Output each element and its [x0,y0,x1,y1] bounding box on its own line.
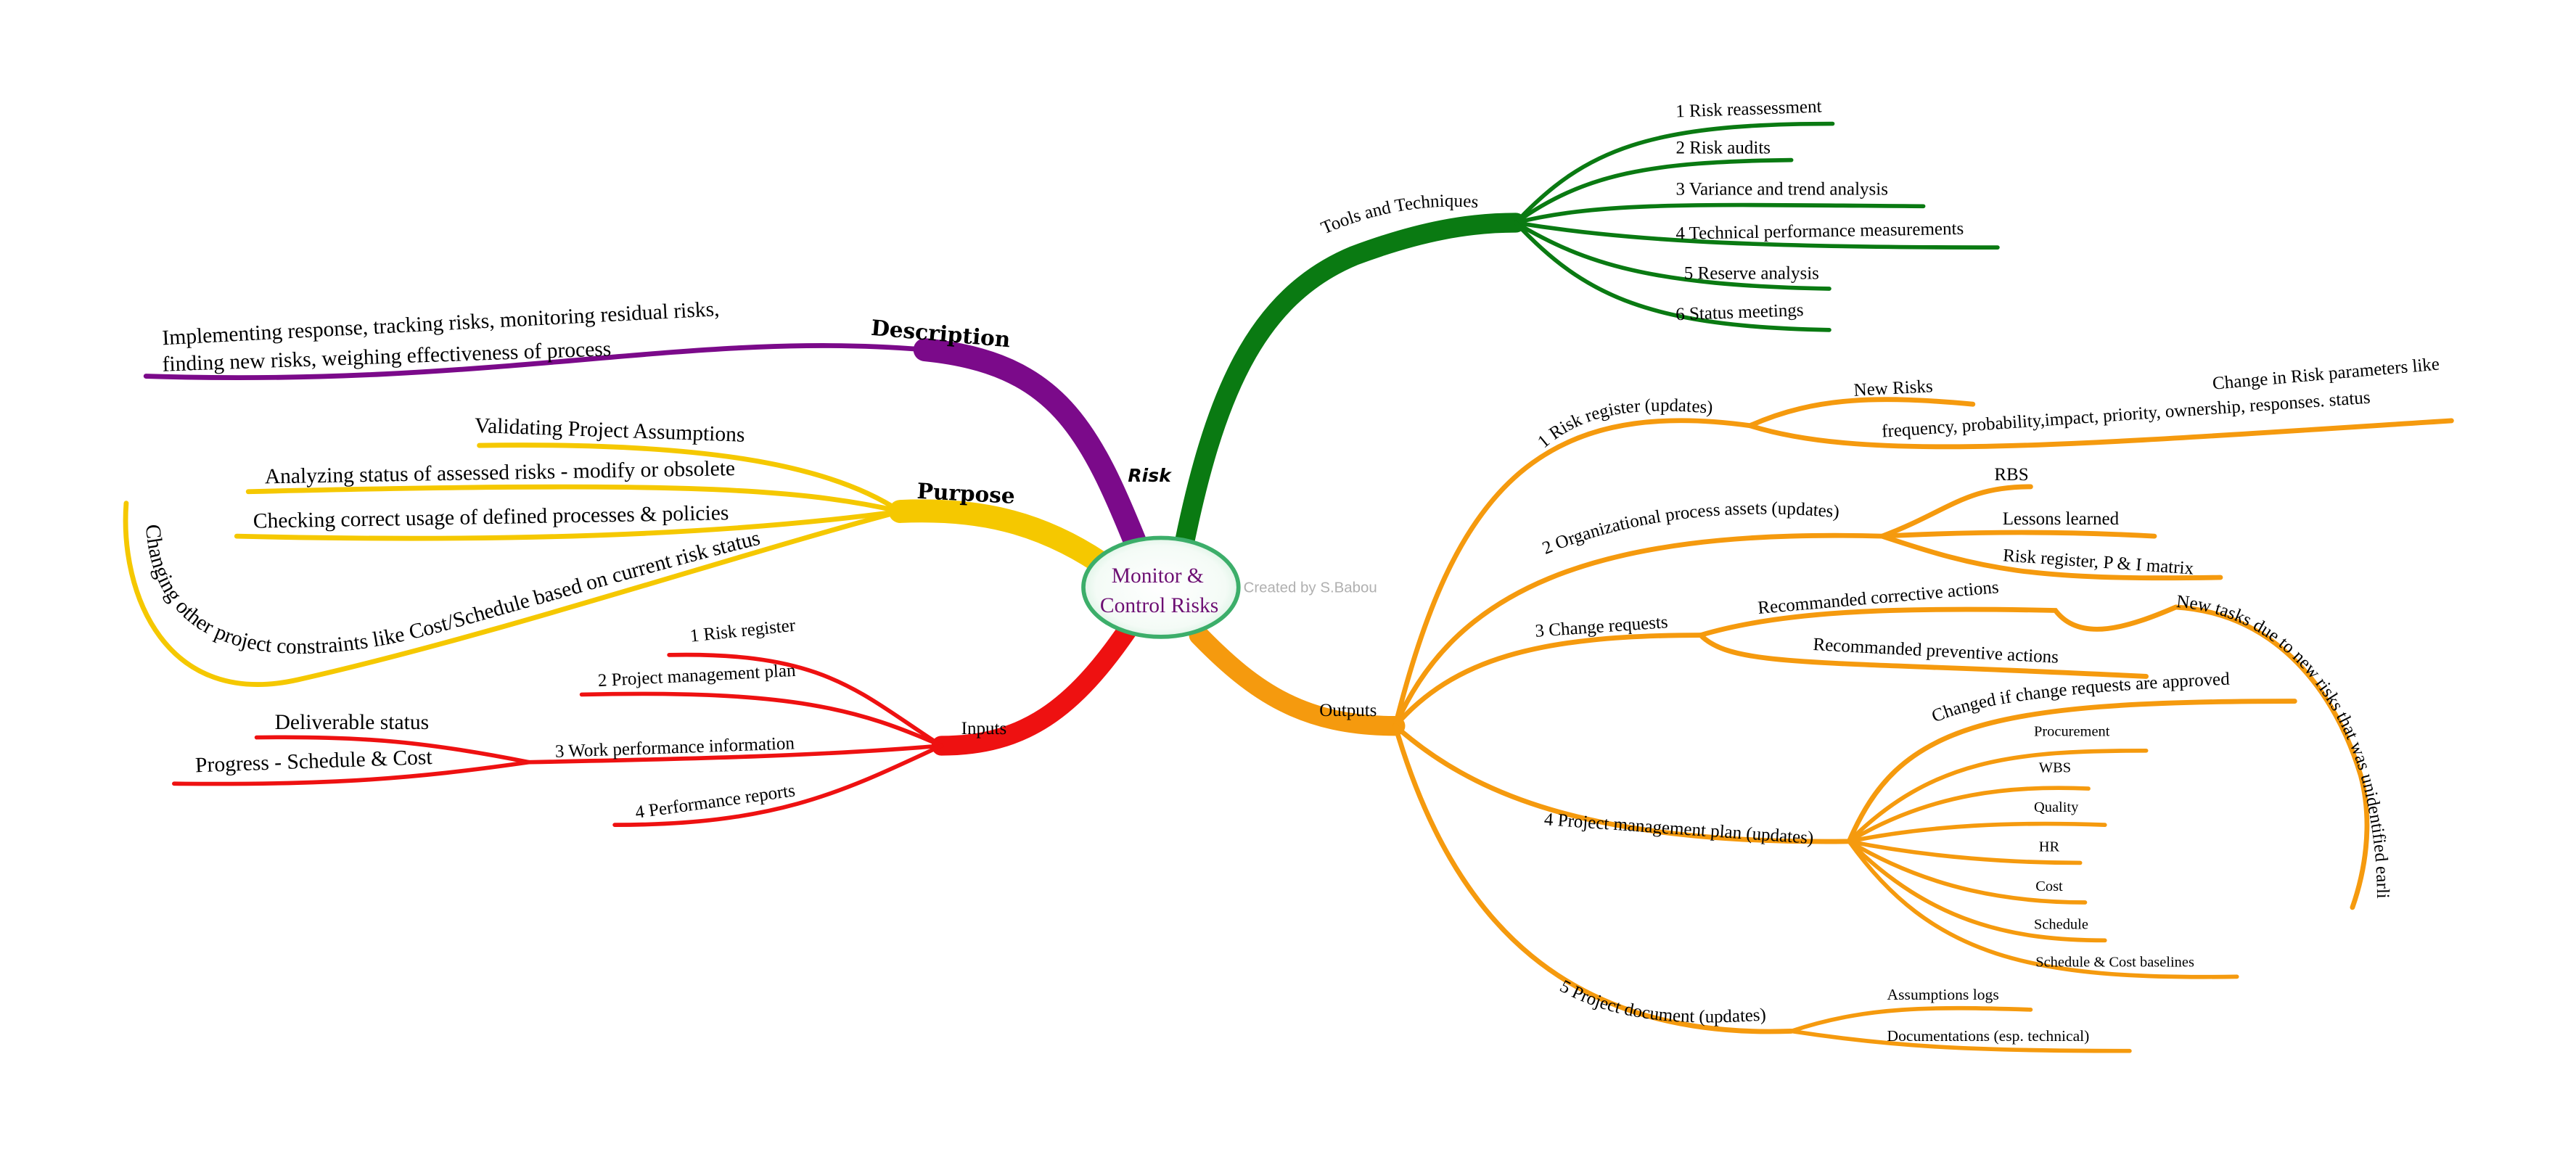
outputs-line-4-1 [1847,748,2149,844]
outputs-docs-text: 5 Project document (updates) [1556,976,1766,1026]
central-topic-line2: Control Risks [1100,594,1218,617]
outputs-line-5 [1392,723,1794,1034]
description-main-line [913,338,1152,564]
outputs-line-5a [1789,1005,2033,1034]
purpose-line-3 [234,509,903,541]
purpose-item-2: Analyzing status of assessed risks - mod… [265,457,736,488]
inputs-item-3-child-1: Deliverable status [275,711,430,734]
branch-description [143,338,1152,564]
inputs-item-1: 1 Risk register [689,615,797,646]
description-text-line1: Implementing response, tracking risks, m… [162,297,721,350]
outputs-line-3 [1392,633,1703,729]
outputs-pmp-item-6: Schedule [2034,916,2088,932]
tools-item-5: 5 Reserve analysis [1684,263,1819,283]
outputs-docs-item-2: Documentations (esp. technical) [1887,1027,2090,1045]
outputs-pmp-item-4: HR [2039,839,2060,855]
purpose-line-2 [245,484,903,514]
branch-purpose [123,443,1122,687]
outputs-label[interactable]: Outputs [1319,701,1377,720]
inputs-line-4 [612,744,944,827]
inputs-main-line [931,617,1140,756]
purpose-item-4-text: Changing other project constraints like … [141,523,763,658]
outputs-change-line2: frequency, probability,impact, priority,… [1881,388,2371,442]
outputs-line-1 [1392,418,1753,729]
outputs-line-4-3 [1847,821,2107,844]
branch-outputs [1189,397,2454,1053]
outputs-line-4-6 [1847,839,2107,943]
outputs-line-5b [1789,1029,2132,1053]
description-sub-line [143,342,928,381]
purpose-item-3: Checking correct usage of defined proces… [253,501,729,532]
outputs-pmp-changed-text: Changed if change requests are approved [1929,670,2230,727]
purpose-line-1 [477,443,903,514]
inputs-label[interactable]: Inputs [961,719,1007,738]
central-topic[interactable]: Monitor & Control Risks [1081,535,1241,639]
outputs-line-4-5 [1847,839,2088,905]
outputs-pmp-label: 4 Project management plan (updates) [1543,810,1814,848]
branch-tools [1172,121,2000,563]
outputs-pmp-item-2: WBS [2039,760,2071,775]
outputs-change-line1: Change in Risk parameters like [2212,355,2440,394]
outputs-new-risks: New Risks [1853,376,1933,400]
outputs-line-3a [1698,604,2370,910]
inputs-item-3-child-2: Progress - Schedule & Cost [195,746,433,777]
outputs-opa-text: 2 Organizational process assets (updates… [1540,498,1840,558]
tools-main-line [1172,213,1526,563]
outputs-line-2a [1879,484,2033,539]
purpose-label[interactable]: Purpose [916,478,1016,509]
outputs-main-line [1189,625,1406,736]
outputs-line-4-4 [1847,839,2083,865]
risk-tag: Risk [1128,465,1172,486]
purpose-line-4 [123,501,903,687]
outputs-pmp-item-3: Quality [2034,799,2079,815]
outputs-opa-label: 2 Organizational process assets (updates… [1540,498,1840,558]
outputs-line-2c [1879,533,2223,581]
tools-item-3: 3 Variance and trend analysis [1675,179,1888,199]
inputs-item-2: 2 Project management plan [597,661,796,691]
inputs-line-2 [579,691,944,748]
outputs-docs-label: 5 Project document (updates) [1556,976,1766,1026]
inputs-line-3b [172,760,531,786]
inputs-line-3 [526,744,944,765]
tools-line-1 [1514,121,1835,225]
inputs-item-4: 4 Performance reports [634,781,797,823]
branch-inputs [172,617,1140,827]
outputs-pmp-item-7: Schedule & Cost baselines [2035,955,2194,971]
outputs-line-4-2 [1847,786,2091,844]
outputs-line-4-changed [1846,699,2297,844]
outputs-line-3b [1698,633,2149,679]
tools-line-2 [1514,157,1794,225]
tools-item-1: 1 Risk reassessment [1675,96,1822,121]
outputs-line-4 [1392,723,1852,844]
tools-line-4 [1514,221,2000,250]
tools-line-6 [1514,221,1831,332]
inputs-line-1 [667,652,944,748]
tools-line-3 [1514,202,1926,225]
outputs-line-1b [1747,418,2454,450]
outputs-line-2 [1392,532,1885,729]
outputs-line-1a [1747,397,1976,429]
outputs-pmp-item-5: Cost [2035,878,2063,894]
tools-item-6: 6 Status meetings [1675,300,1804,324]
purpose-main-line [888,499,1122,581]
tools-item-2: 2 Risk audits [1675,139,1771,158]
outputs-pmp-changed: Changed if change requests are approved [1929,670,2230,727]
inputs-line-3a [254,735,531,765]
outputs-opa-item-1: RBS [1994,465,2028,485]
watermark: Created by S.Babou [1244,579,1377,596]
outputs-pmp-item-1: Procurement [2034,723,2110,739]
outputs-line-4-7 [1847,839,2239,979]
purpose-item-1: Validating Project Assumptions [475,414,745,447]
tools-item-4: 4 Technical performance measurements [1675,219,1964,244]
central-topic-ellipse[interactable] [1081,535,1241,639]
outputs-docs-item-1: Assumptions logs [1887,986,1999,1003]
central-topic-line1: Monitor & [1112,564,1204,588]
purpose-item-4: Changing other project constraints like … [141,523,763,658]
outputs-line-2b [1879,530,2157,539]
outputs-opa-item-2: Lessons learned [2003,509,2120,529]
tools-line-5 [1514,221,1831,291]
